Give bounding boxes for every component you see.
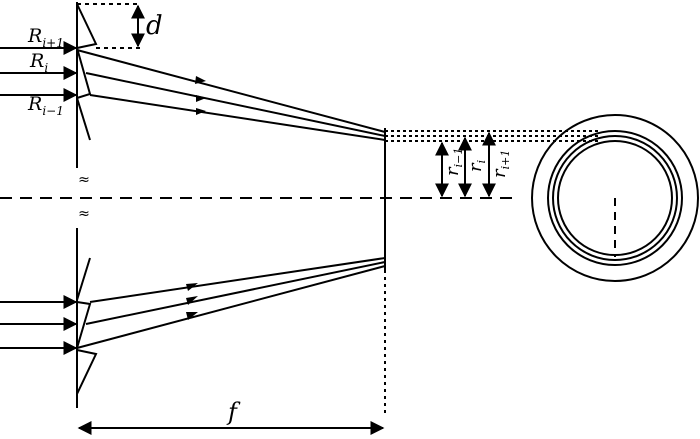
label-r-next: ri+1 <box>489 150 512 178</box>
ray-arrowhead-top-1 <box>195 76 206 84</box>
label-R-next: Ri+1 <box>27 25 64 50</box>
prism-bottom-1 <box>76 257 91 301</box>
refracted-ray-bottom-2 <box>85 261 386 325</box>
ring-outer <box>531 114 699 282</box>
prism-top-1 <box>76 3 98 49</box>
d-label: d <box>146 11 163 41</box>
refracted-ray-top-2 <box>85 72 386 137</box>
refracted-ray-top-1 <box>76 49 386 133</box>
label-r-prev: ri−1 <box>442 148 465 176</box>
prism-top-2 <box>76 47 92 99</box>
refracted-ray-top-3 <box>89 94 386 141</box>
label-R-prev: Ri−1 <box>27 93 64 118</box>
ray-arrowhead-bottom-1 <box>186 283 198 291</box>
prism-top-3 <box>76 97 91 141</box>
break-mark-bottom: ≈ <box>78 206 90 222</box>
refracted-ray-bottom-1 <box>89 257 386 303</box>
prism-bottom-3 <box>76 349 98 395</box>
ray-arrowhead-top-2 <box>196 95 206 102</box>
ray-arrowhead-bottom-2 <box>186 296 198 305</box>
refracted-ray-bottom-3 <box>76 265 386 349</box>
break-mark-top: ≈ <box>78 172 90 188</box>
ring-cur <box>552 135 678 261</box>
f-label: f <box>226 398 241 426</box>
label-R-cur: Ri <box>29 50 48 75</box>
label-r-cur: ri <box>465 160 488 172</box>
prism-bottom-2 <box>76 301 92 349</box>
ray-arrowhead-top-3 <box>196 108 206 115</box>
ray-arrowhead-bottom-3 <box>186 312 198 320</box>
ring-next <box>547 130 683 266</box>
